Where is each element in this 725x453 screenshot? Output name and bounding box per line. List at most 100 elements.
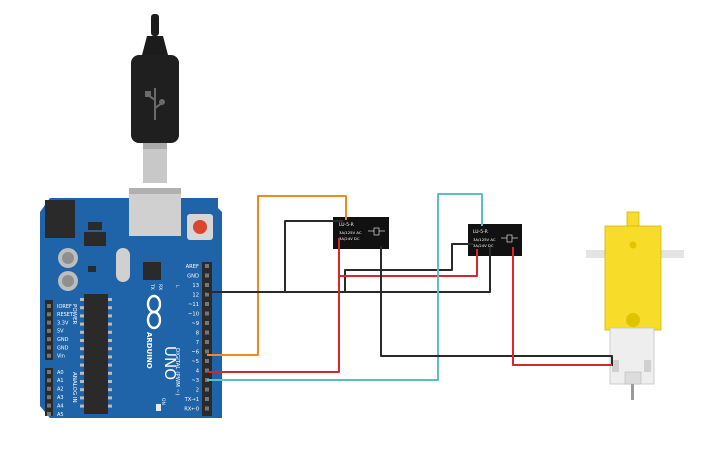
rx-led-label: RX <box>157 284 163 290</box>
wire-black-gnd-relay1[interactable] <box>207 220 343 293</box>
wire-orange-pin7[interactable] <box>207 195 347 356</box>
dc-power-jack <box>45 200 75 238</box>
header-pin[interactable] <box>205 302 209 306</box>
on-led <box>156 404 161 411</box>
relay-2-rating-ac: 3A/125V AC <box>473 237 496 242</box>
wire-red-relay2-motor[interactable] <box>512 247 612 366</box>
pin-label: GND <box>57 337 69 343</box>
pin-label: A1 <box>57 378 64 384</box>
header-pin[interactable] <box>47 370 51 374</box>
header-pin[interactable] <box>47 403 51 408</box>
header-pin[interactable] <box>205 330 209 335</box>
pin-label: A0 <box>57 370 64 376</box>
pin-label: GND <box>187 273 199 279</box>
pin-label: ~6 <box>191 349 199 355</box>
crystal <box>116 248 130 282</box>
pin-label: ~9 <box>191 321 199 327</box>
header-pin[interactable] <box>205 387 209 392</box>
chip-leg <box>108 363 112 367</box>
chip-leg <box>108 396 112 400</box>
chip-leg <box>80 396 84 400</box>
pin-label: ~3 <box>191 378 199 384</box>
chip-leg <box>108 404 112 408</box>
header-pin[interactable] <box>205 359 209 363</box>
chip-leg <box>108 347 112 351</box>
pin-label: A5 <box>57 412 64 418</box>
pin-label: 8 <box>196 330 199 336</box>
header-pin[interactable] <box>205 273 209 278</box>
chip-leg <box>108 306 112 310</box>
usb-port <box>129 188 181 236</box>
chip-leg <box>108 355 112 359</box>
header-pin[interactable] <box>47 353 51 358</box>
chip-leg <box>80 322 84 326</box>
pin-label: 12 <box>192 292 199 298</box>
chip-leg <box>108 298 112 301</box>
header-pin[interactable] <box>205 397 209 401</box>
relay-2-part: LU-5-R <box>473 229 488 235</box>
power-label: POWER <box>71 304 77 325</box>
wire-cyan-pin4[interactable] <box>207 193 483 381</box>
pin-label: A4 <box>57 403 64 409</box>
header-pin[interactable] <box>47 320 51 325</box>
pin-label: Vin <box>57 354 65 360</box>
digital-header <box>202 262 212 416</box>
chip-leg <box>108 330 112 334</box>
chip-leg <box>108 371 112 375</box>
header-pin[interactable] <box>47 395 51 400</box>
header-pin[interactable] <box>205 321 209 325</box>
header-pin[interactable] <box>47 328 51 333</box>
header-pin[interactable] <box>47 312 51 317</box>
wire-red-relay-link[interactable] <box>340 249 478 277</box>
header-pin[interactable] <box>205 292 209 297</box>
header-pin[interactable] <box>205 349 209 354</box>
chip-leg <box>80 347 84 351</box>
l-led-label: L <box>174 285 180 288</box>
chip-leg <box>108 339 112 342</box>
header-pin[interactable] <box>205 264 209 268</box>
header-pin[interactable] <box>205 340 209 344</box>
chip-leg <box>80 380 84 383</box>
header-pin[interactable] <box>205 311 209 316</box>
dc-gear-motor[interactable] <box>586 211 684 400</box>
header-pin[interactable] <box>47 412 51 416</box>
header-pin[interactable] <box>47 304 51 308</box>
pin-label: RESET <box>57 312 74 318</box>
pin-label: A2 <box>57 387 64 393</box>
model-label: UNO <box>161 346 179 380</box>
chip-leg <box>80 306 84 310</box>
header-pin[interactable] <box>205 283 209 287</box>
header-pin[interactable] <box>205 406 209 411</box>
chip-leg <box>80 388 84 392</box>
header-pin[interactable] <box>47 386 51 391</box>
wire-black-relay1-motor[interactable] <box>380 246 613 366</box>
reset-button[interactable] <box>187 214 213 240</box>
wire-black-gnd-rail[interactable] <box>207 247 491 293</box>
chip-leg <box>80 371 84 375</box>
analog-header <box>45 368 53 416</box>
pin-label: 2 <box>196 387 199 393</box>
wire-red-pin5[interactable] <box>207 238 340 373</box>
relay-1[interactable]: LU-5-R 3A/125V AC 3A/24V DC <box>333 217 389 249</box>
chip-leg <box>80 404 84 408</box>
pin-label: 4 <box>196 368 200 374</box>
chip-leg <box>108 388 112 392</box>
chip-leg <box>108 380 112 383</box>
on-label: ON <box>160 398 166 405</box>
header-pin[interactable] <box>47 345 51 350</box>
relay-1-part: LU-5-R <box>339 222 354 228</box>
pin-label: 3.3V <box>57 320 69 326</box>
pin-label: GND <box>57 345 69 351</box>
pin-label: ~11 <box>188 302 199 308</box>
header-pin[interactable] <box>205 368 209 373</box>
header-pin[interactable] <box>47 337 51 342</box>
chip-leg <box>80 363 84 367</box>
pin-label: A3 <box>57 395 64 401</box>
brand-label: ARDUINO <box>145 332 153 369</box>
capacitor-2 <box>58 271 78 291</box>
usb-cable[interactable] <box>131 14 179 183</box>
arduino-logo <box>146 294 162 330</box>
wires <box>207 193 613 381</box>
header-pin[interactable] <box>47 378 51 383</box>
